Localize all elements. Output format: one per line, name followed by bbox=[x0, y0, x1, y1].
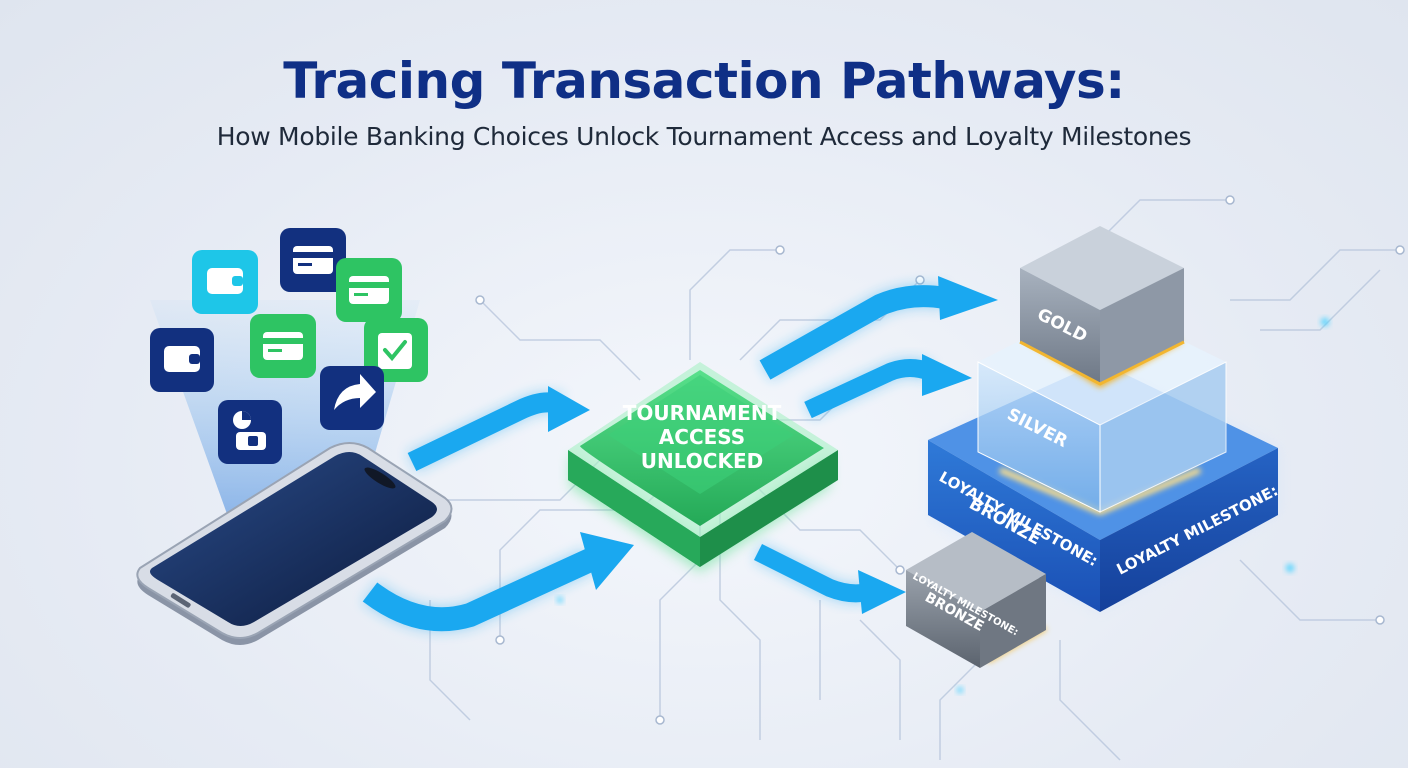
app-tile-share-navy bbox=[320, 366, 384, 430]
glow-dots bbox=[557, 318, 1329, 693]
app-tile-checklist-green bbox=[364, 318, 428, 382]
flow-arrow-phone-to-hub-lower bbox=[362, 532, 634, 633]
page-title: Tracing Transaction Pathways: bbox=[283, 52, 1125, 110]
share-arrow-icon bbox=[334, 374, 376, 410]
app-tile-card-navy bbox=[280, 228, 346, 292]
credit-card-icon bbox=[349, 276, 389, 304]
app-tile-card-green-top bbox=[336, 258, 402, 322]
app-tile-chart-navy bbox=[218, 400, 282, 464]
page-subtitle: How Mobile Banking Choices Unlock Tourna… bbox=[216, 122, 1192, 151]
wallet-icon bbox=[207, 268, 243, 294]
flow-arrow-phone-to-hub-upper bbox=[407, 386, 590, 472]
tier-gold: GOLD bbox=[1019, 226, 1185, 389]
hub-label-line3: UNLOCKED bbox=[641, 449, 763, 473]
credit-card-icon bbox=[293, 246, 333, 274]
flow-arrow-hub-to-bronze bbox=[753, 543, 906, 614]
flow-arrow-hub-to-gold bbox=[759, 276, 998, 381]
hub-label-line1: TOURNAMENT bbox=[623, 401, 782, 425]
flow-arrow-hub-to-silver bbox=[803, 354, 972, 420]
app-tile-wallet-navy bbox=[150, 328, 214, 392]
checklist-icon bbox=[378, 333, 412, 369]
tournament-hub: TOURNAMENT ACCESS UNLOCKED bbox=[568, 362, 838, 572]
pie-chart-icon bbox=[233, 411, 266, 450]
app-tile-wallet-teal bbox=[192, 250, 258, 314]
credit-card-icon bbox=[263, 332, 303, 360]
tier-small-bronze: LOYALTY MILESTONE: BRONZE bbox=[906, 532, 1048, 668]
hub-label-line2: ACCESS bbox=[659, 425, 745, 449]
smartphone bbox=[136, 442, 453, 645]
projection-beam bbox=[150, 300, 420, 550]
wallet-icon bbox=[164, 346, 200, 372]
app-tile-card-green-mid bbox=[250, 314, 316, 378]
